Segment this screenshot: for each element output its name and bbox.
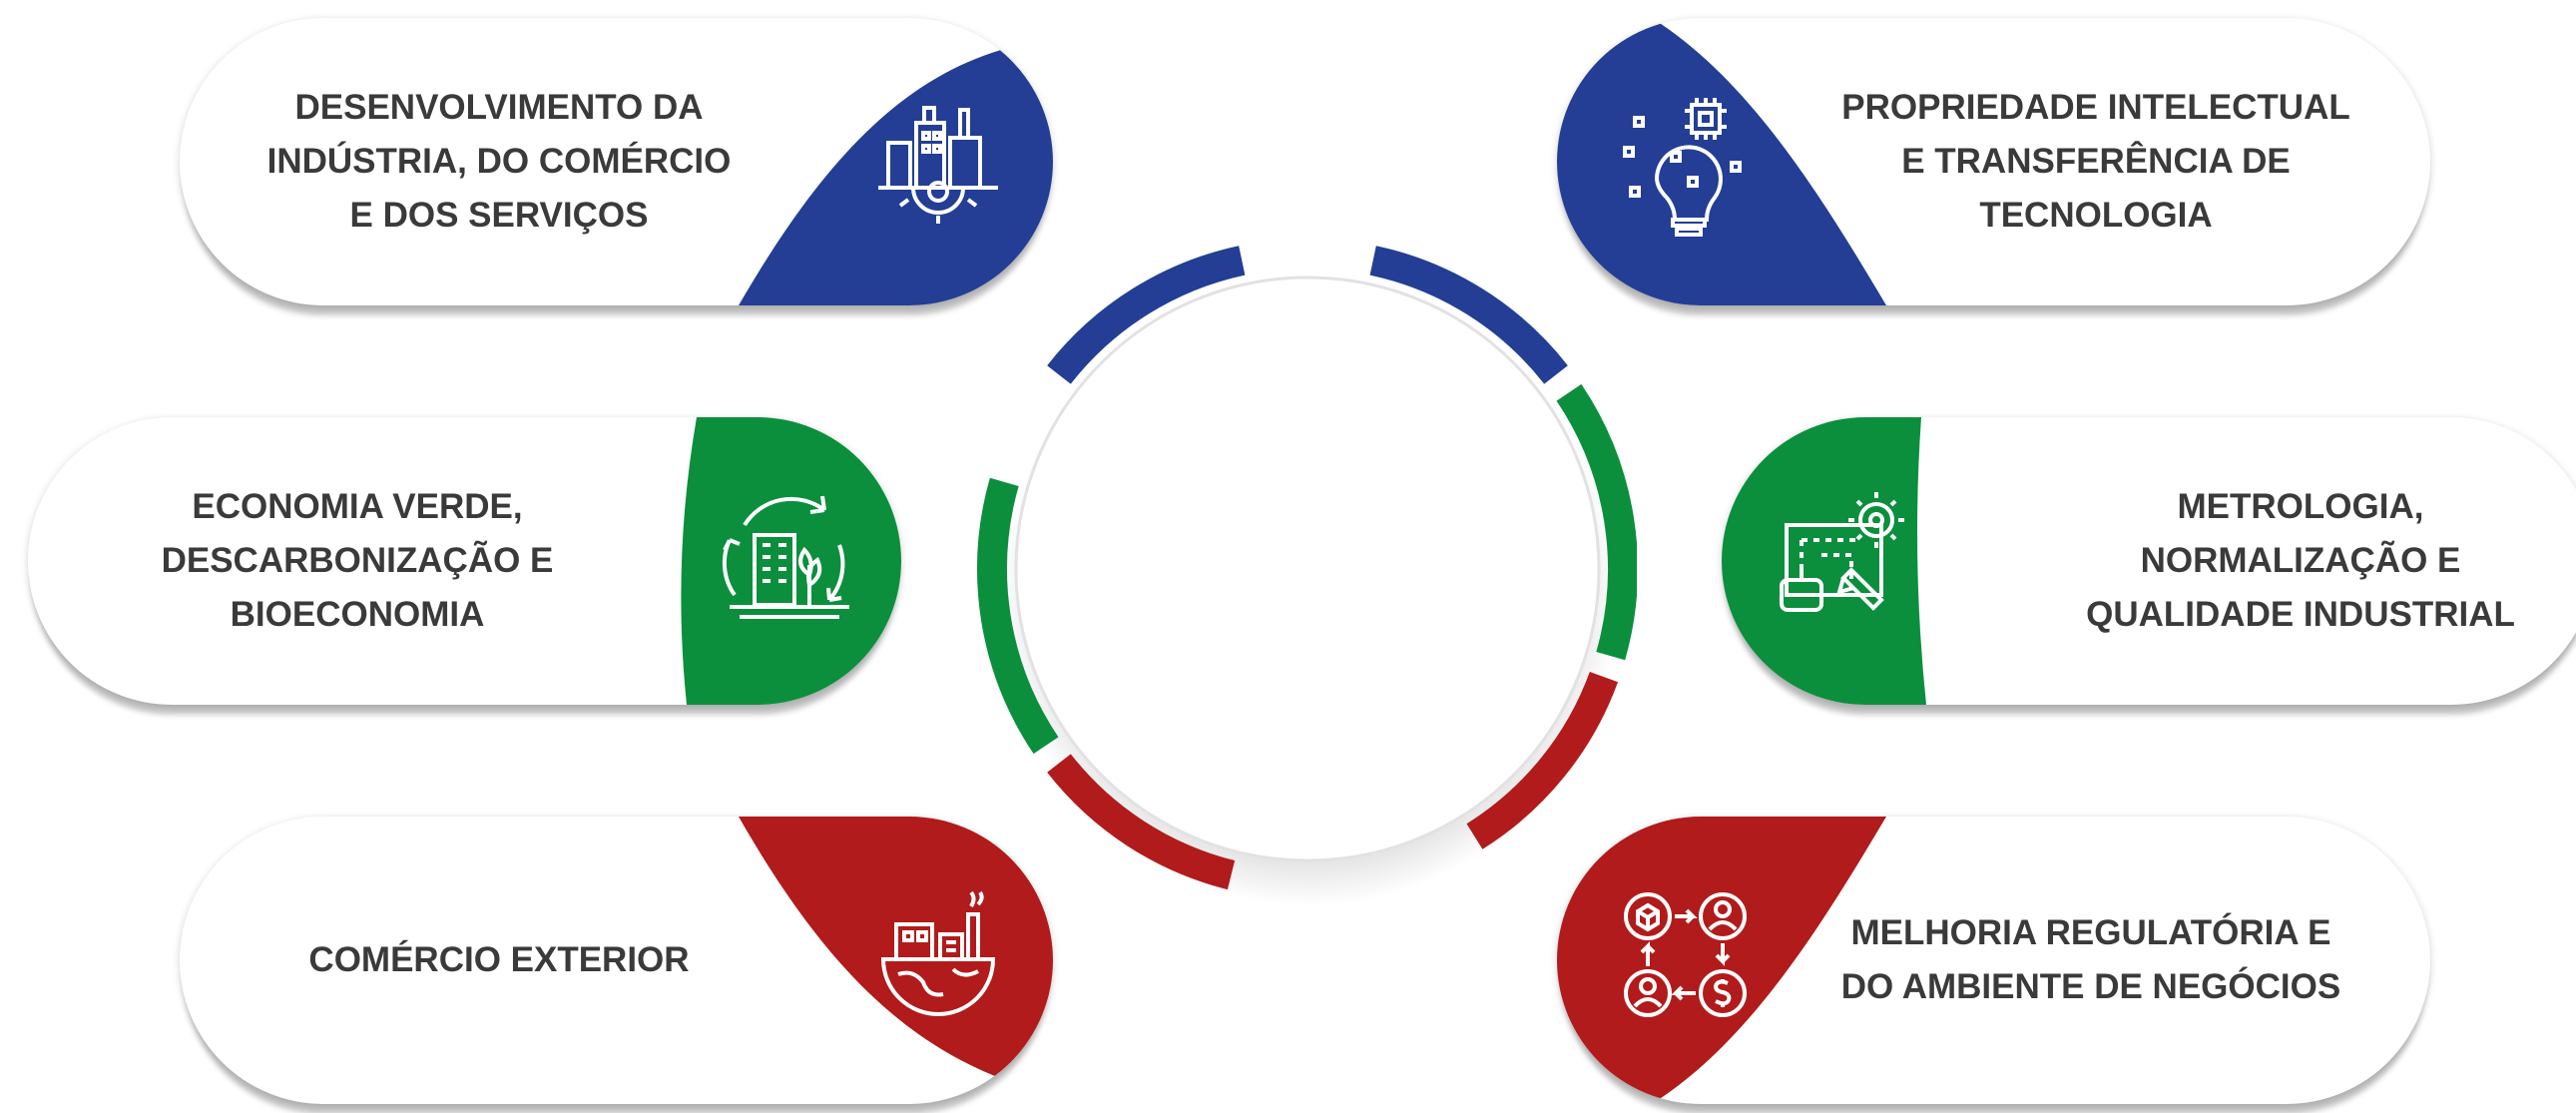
green-building-cycle-icon (722, 495, 849, 619)
lightbulb-chip-icon (1623, 98, 1742, 237)
globe-factory-icon (880, 890, 996, 1016)
pill-color-wedge (1722, 417, 1926, 705)
ring-arc-red (1047, 754, 1236, 890)
ring-arc-red (1466, 671, 1619, 849)
pill-label: DESENVOLVIMENTO DA INDÚSTRIA, DO COMÉRCI… (266, 88, 732, 235)
pill-label: METROLOGIA, NORMALIZAÇÃO E QUALIDADE IND… (2086, 487, 2515, 634)
business-cycle-icon (1624, 892, 1747, 1017)
pill-label: COMÉRCIO EXTERIOR (308, 940, 690, 979)
ring-arc-blue (1047, 246, 1246, 384)
industry-gear-icon (878, 106, 998, 224)
pill-metrology: METROLOGIA, NORMALIZAÇÃO E QUALIDADE IND… (1722, 417, 2576, 705)
pill-label: ECONOMIA VERDE, DESCARBONIZAÇÃO E BIOECO… (161, 487, 554, 634)
pill-label: PROPRIEDADE INTELECTUAL E TRANSFERÊNCIA … (1841, 88, 2350, 235)
ring-arc-green (977, 477, 1059, 755)
pill-regulatory-improvement: MELHORIA REGULATÓRIA E DO AMBIENTE DE NE… (1557, 817, 2430, 1104)
pill-label: MELHORIA REGULATÓRIA E DO AMBIENTE DE NE… (1840, 913, 2341, 1006)
pill-industry-commerce-services: DESENVOLVIMENTO DA INDÚSTRIA, DO COMÉRCI… (180, 18, 1053, 305)
center-ring-diagram (977, 246, 1637, 906)
pill-color-wedge (681, 417, 901, 705)
ring-arc-green (1556, 383, 1637, 661)
ring-arc-blue (1369, 246, 1568, 384)
pill-color-wedge (739, 18, 1053, 305)
pill-green-economy: ECONOMIA VERDE, DESCARBONIZAÇÃO E BIOECO… (28, 417, 901, 705)
blueprint-gear-icon (1780, 492, 1904, 612)
pill-foreign-trade: COMÉRCIO EXTERIOR (180, 817, 1053, 1104)
pill-intellectual-property: PROPRIEDADE INTELECTUAL E TRANSFERÊNCIA … (1557, 18, 2430, 305)
center-circle (1014, 276, 1601, 862)
pill-color-wedge (1557, 18, 1886, 305)
